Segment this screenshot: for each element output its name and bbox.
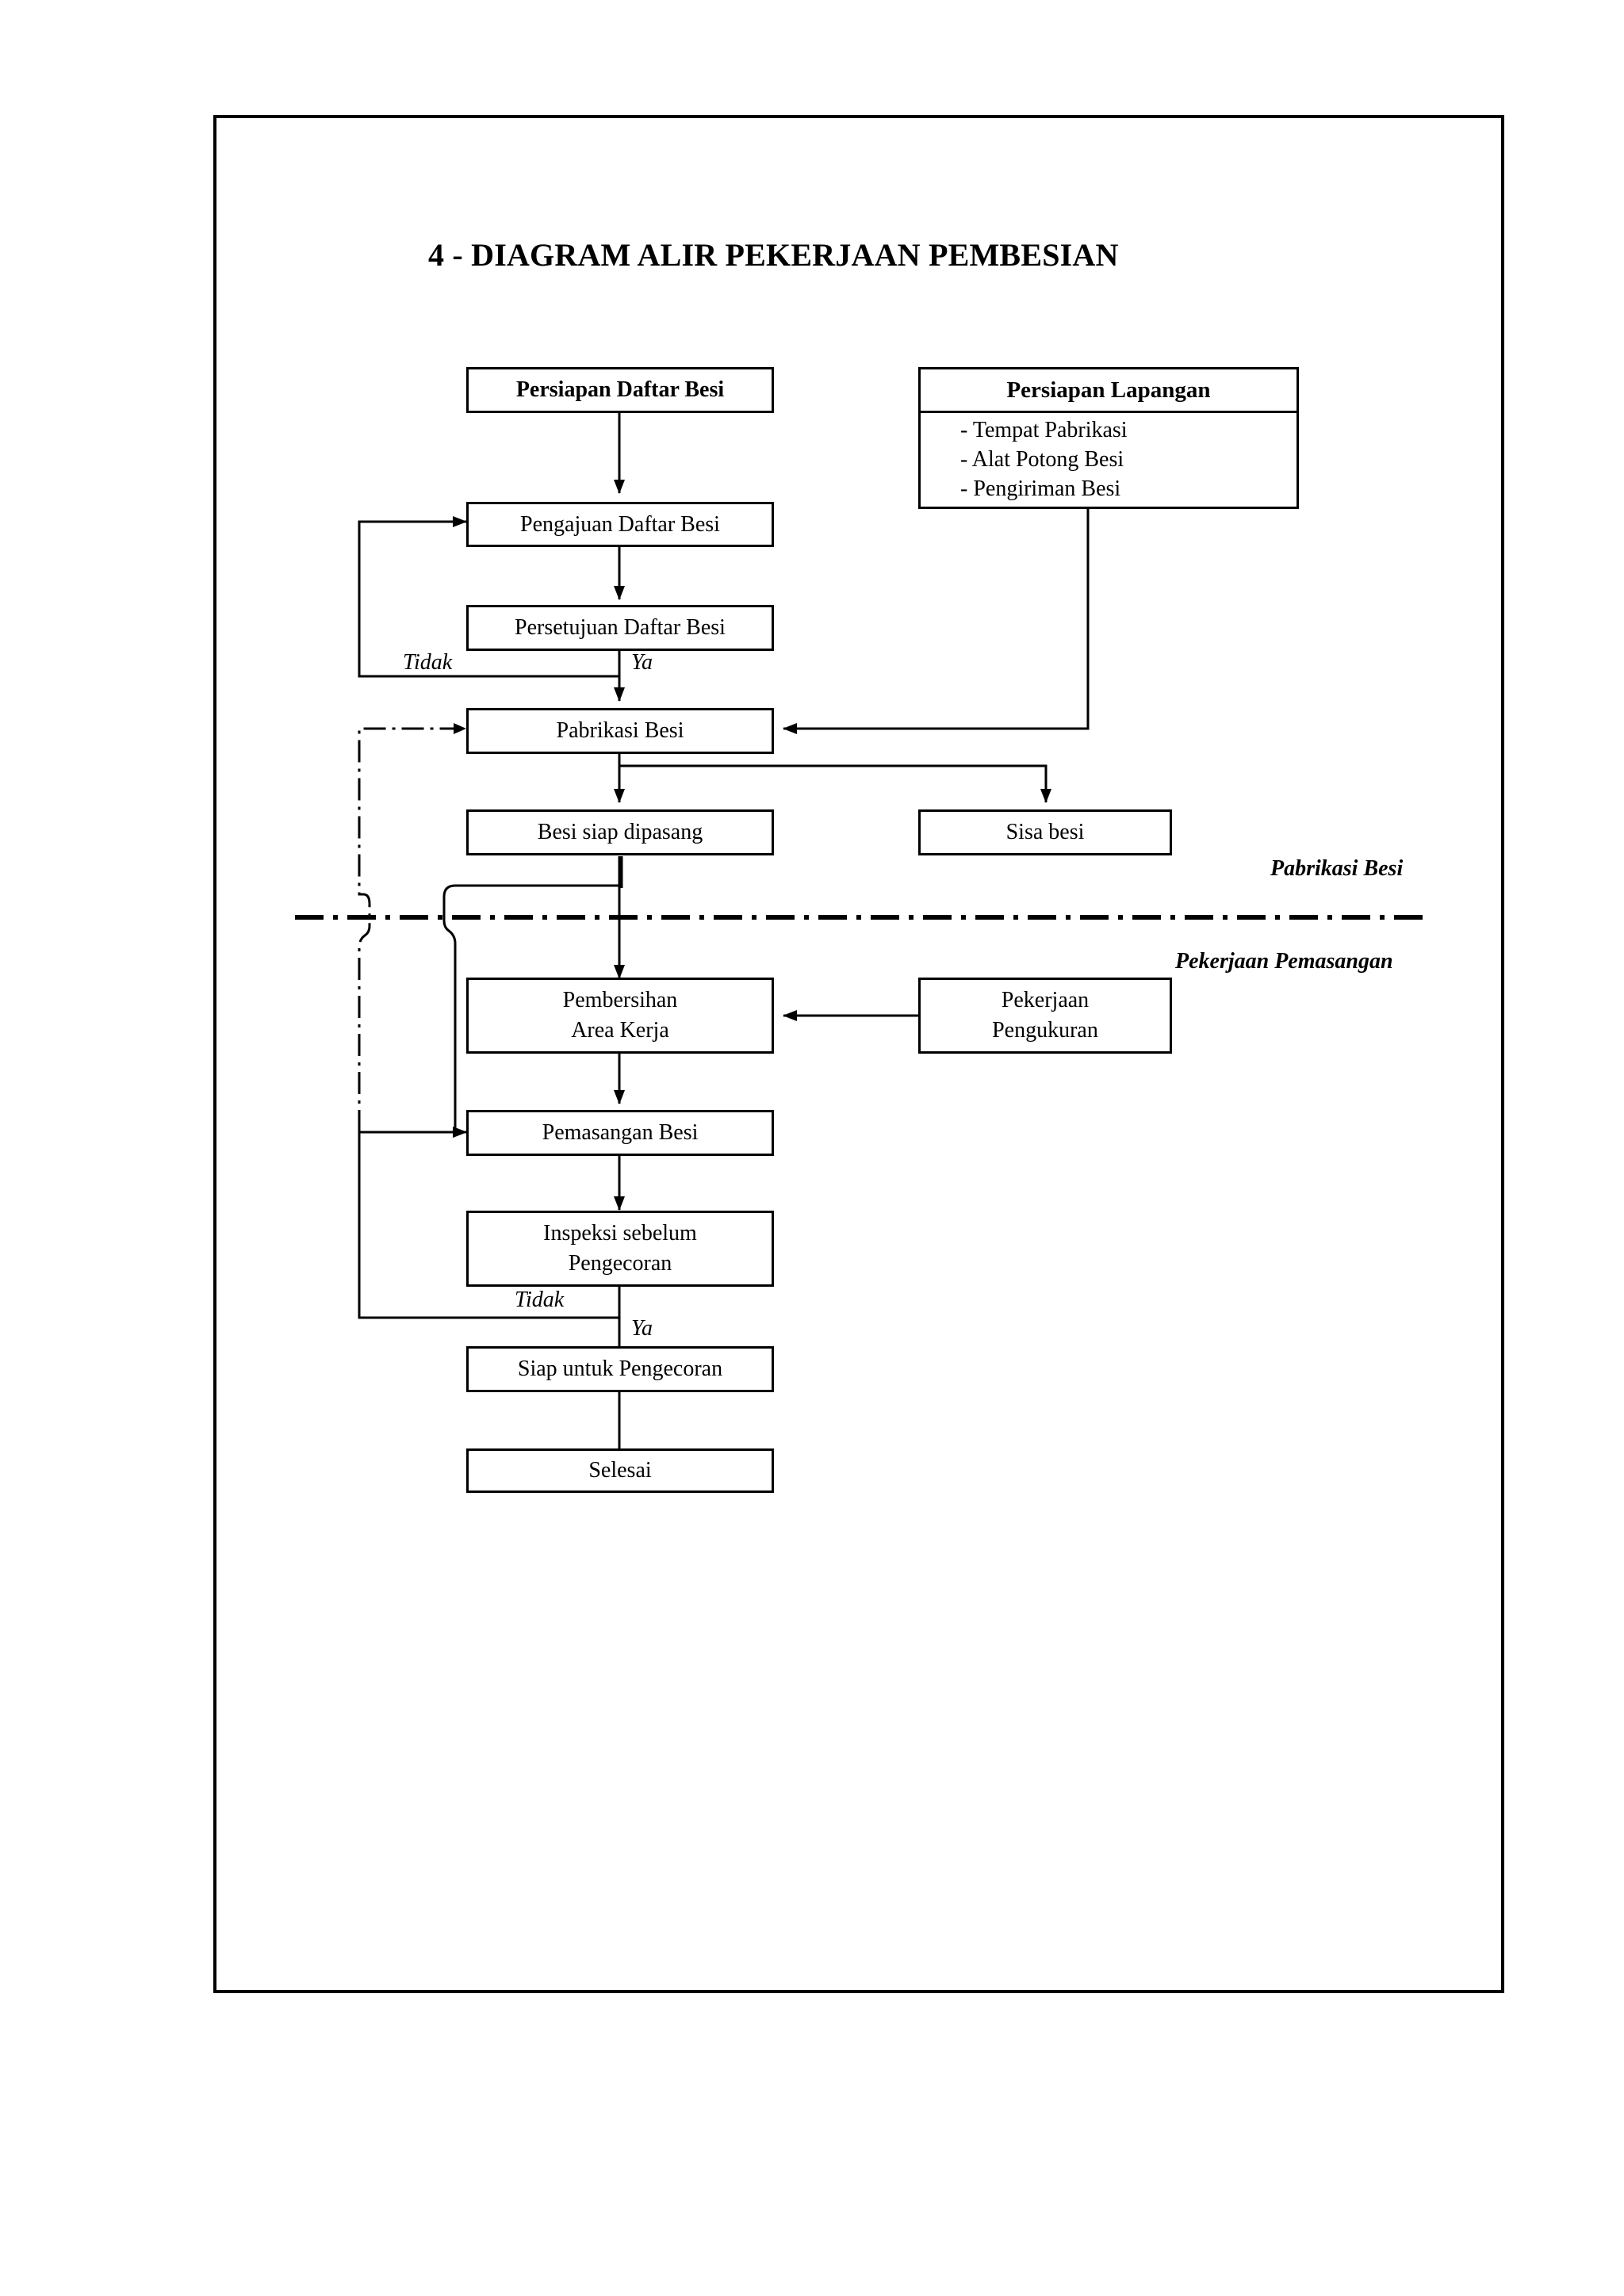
- list-item: - Tempat Pabrikasi: [960, 418, 1128, 442]
- label-ya: Ya: [631, 650, 653, 675]
- box-label-line2: Pengukuran: [992, 1018, 1098, 1043]
- box-label-line1: Inspeksi sebelum: [543, 1221, 697, 1246]
- box-siap-untuk-pengecoran: Siap untuk Pengecoran: [466, 1346, 774, 1392]
- loop-tidak-to-pengajuan: [358, 516, 619, 678]
- box-pabrikasi-besi: Pabrikasi Besi: [466, 708, 774, 754]
- box-label: Pemasangan Besi: [542, 1120, 699, 1145]
- box-label: Pengajuan Daftar Besi: [520, 511, 720, 537]
- box-label-line1: Pembersihan: [562, 988, 678, 1012]
- list-item: - Alat Potong Besi: [960, 447, 1124, 472]
- box-persiapan-lapangan: Persiapan Lapangan - Tempat Pabrikasi - …: [918, 367, 1299, 509]
- box-pembersihan-area-kerja: Pembersihan Area Kerja: [466, 978, 774, 1054]
- box-label: Selesai: [588, 1458, 652, 1483]
- label-tidak: Tidak: [403, 650, 453, 675]
- label-ya: Ya: [631, 1316, 653, 1341]
- box-pekerjaan-pengukuran: Pekerjaan Pengukuran: [918, 978, 1172, 1054]
- persiapan-lapangan-list: - Tempat Pabrikasi - Alat Potong Besi - …: [960, 415, 1128, 503]
- list-item: - Pengiriman Besi: [960, 476, 1121, 501]
- box-selesai: Selesai: [466, 1448, 774, 1493]
- box-label: Sisa besi: [1005, 820, 1085, 844]
- box-label-line1: Pekerjaan: [1001, 988, 1090, 1012]
- box-persiapan-daftar-besi: Persiapan Daftar Besi: [466, 367, 774, 413]
- label-tidak: Tidak: [515, 1288, 565, 1312]
- diagram-title: 4 - DIAGRAM ALIR PEKERJAAN PEMBESIAN: [428, 237, 1119, 273]
- dashdot-feedback-to-pabrikasi: [358, 727, 454, 1132]
- box-pemasangan-besi: Pemasangan Besi: [466, 1110, 774, 1156]
- arrow-besi-siap-to-pemasangan: [442, 884, 619, 1134]
- box-besi-siap-dipasang: Besi siap dipasang: [466, 809, 774, 855]
- box-header: Persiapan Lapangan: [921, 369, 1297, 413]
- box-label: Persetujuan Daftar Besi: [515, 615, 726, 640]
- section-label-pemasangan: Pekerjaan Pemasangan: [1175, 949, 1393, 974]
- box-sisa-besi: Sisa besi: [918, 809, 1172, 855]
- box-label: Besi siap dipasang: [537, 820, 703, 844]
- box-label-line2: Area Kerja: [571, 1018, 669, 1043]
- box-label: Pabrikasi Besi: [556, 718, 684, 743]
- arrow-lapangan-to-pabrikasi: [783, 509, 1090, 734]
- box-label-line2: Pengecoran: [568, 1251, 672, 1276]
- loop-tidak-to-pemasangan: [358, 1127, 619, 1319]
- arrow-pabrikasi-to-sisa: [619, 764, 1051, 803]
- section-label-pabrikasi: Pabrikasi Besi: [1270, 856, 1404, 881]
- box-label: Persiapan Daftar Besi: [515, 377, 725, 402]
- box-inspeksi-sebelum-pengecoran: Inspeksi sebelum Pengecoran: [466, 1211, 774, 1287]
- box-label: Siap untuk Pengecoran: [517, 1357, 723, 1381]
- box-persetujuan-daftar-besi: Persetujuan Daftar Besi: [466, 605, 774, 651]
- page-frame: [213, 115, 1504, 1993]
- box-pengajuan-daftar-besi: Pengajuan Daftar Besi: [466, 502, 774, 547]
